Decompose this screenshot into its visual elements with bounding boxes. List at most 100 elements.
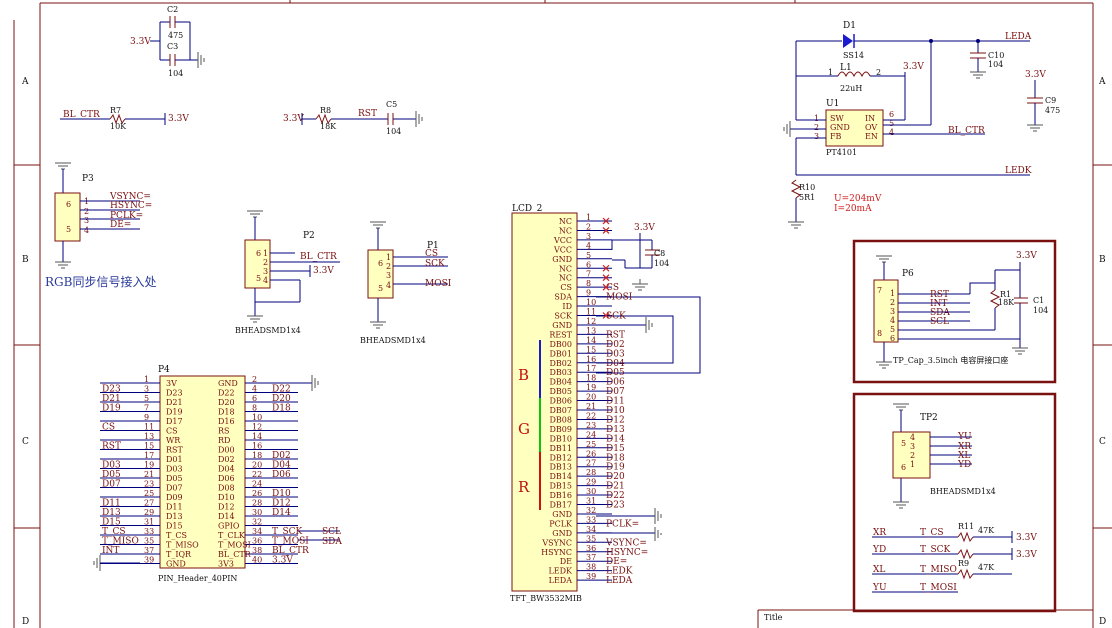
c1-ref: C1 (1033, 296, 1044, 305)
lcd-pin-label: DB10 (550, 434, 572, 443)
rgb-sync-note: RGB同步信号接入处 (45, 274, 156, 289)
rgb-blue-label: B (518, 366, 529, 384)
p3-ref: P3 (82, 174, 94, 184)
p6-ref: P6 (902, 269, 914, 279)
lcd-pin-label: DB13 (550, 463, 572, 472)
net-bl-ctr: BL_CTR (948, 126, 985, 136)
lcd-pin-net: D12 (606, 415, 625, 425)
title-label: Title (764, 613, 783, 622)
p4-pin-label: T_MISO (166, 541, 199, 550)
p4-pin-number: 17 (144, 451, 154, 460)
p4-left-net: D03 (102, 461, 121, 471)
zone-label: A (1098, 77, 1106, 87)
r7-bl-ctr-pullup: BL_CTR 3.3V R7 10K (60, 106, 189, 131)
p4-pin-label: GPIO (218, 522, 240, 531)
u1-pin: FB (830, 132, 842, 141)
svg-text:4: 4 (386, 281, 391, 290)
lcd-pin-number: 5 (586, 251, 591, 260)
lcd-pin-number: 32 (586, 506, 596, 515)
lcd-pin-net: D20 (606, 472, 625, 482)
net-3v3: 3.3V (130, 37, 151, 47)
p4-pin-label: D18 (218, 408, 235, 417)
p3-pin-net: VSYNC= (109, 192, 151, 202)
lcd-pin-label: DB02 (550, 359, 572, 368)
p4-pin-label: D17 (166, 417, 183, 426)
p4-pin-number: 4 (252, 385, 257, 394)
u1-pin: IN (865, 114, 875, 123)
c8-value: 104 (654, 259, 669, 268)
p4-pin-label: D07 (166, 484, 183, 493)
p4-left-net: D11 (102, 499, 121, 509)
lcd-pin-number: 3 (586, 232, 591, 241)
p4-pin-number: 28 (252, 499, 262, 508)
p4-pin-label: D06 (218, 474, 235, 483)
svg-text:6: 6 (889, 110, 894, 119)
p4-pin-number: 1 (144, 375, 149, 384)
lcd-pin-number: 24 (586, 430, 596, 439)
lcd-pin-net: D15 (606, 444, 625, 454)
lcd-pin-net: LEDA (606, 576, 633, 586)
zone-label: A (21, 77, 29, 87)
p4-right-net: D02 (272, 451, 291, 461)
lcd-pin-net: HSYNC= (606, 548, 648, 558)
r7-ref: R7 (110, 106, 121, 115)
p2-ref: P2 (303, 231, 315, 241)
lcd-pin-net: D03 (606, 349, 625, 359)
lcd-pin-number: 18 (586, 374, 596, 383)
p4-pin-number: 25 (144, 489, 154, 498)
svg-text:5: 5 (889, 119, 894, 128)
svg-text:5: 5 (66, 225, 71, 234)
lcd-pin-net: D05 (606, 368, 625, 378)
u1-pin: OV (865, 123, 877, 132)
p4-left-net: INT (102, 546, 119, 556)
lcd-pin-number: 33 (586, 515, 596, 524)
r1-ref: R1 (1000, 290, 1011, 299)
u1-pin: SW (830, 114, 844, 123)
p1-net-cs: CS (425, 249, 438, 259)
p4-pin-label: D15 (166, 522, 183, 531)
p4-pin-label: D08 (218, 484, 235, 493)
svg-text:3: 3 (84, 216, 89, 225)
lcd-pin-number: 13 (586, 326, 596, 335)
svg-text:6: 6 (66, 200, 71, 209)
p4-pin-label: 3V (166, 379, 177, 388)
p1-footprint: BHEADSMD1x4 (360, 336, 426, 345)
lcd-pin-number: 37 (586, 553, 596, 562)
p4-pin-number: 30 (252, 508, 262, 517)
p3-pin-net: PCLK= (110, 211, 143, 221)
lcd-pin-label: LEDK (548, 567, 573, 576)
lcd-pin-net: D04 (606, 359, 625, 369)
p4-pin-label: 3V3 (218, 560, 234, 569)
p4-left-net: T_MISO (102, 537, 139, 547)
lcd-pin-number: 26 (586, 449, 596, 458)
c8-ref: C8 (654, 249, 665, 258)
lcd-connector: LCD_2 TFT_BW3532MIB B G R 3.3V C8 104 NC (510, 204, 701, 603)
svg-text:6: 6 (256, 249, 261, 258)
l1-value: 22uH (840, 84, 862, 93)
p4-pin-number: 24 (252, 480, 262, 489)
lcd-pin-net: VSYNC= (605, 538, 647, 548)
p4-pin-number: 33 (144, 527, 154, 536)
svg-text:1: 1 (910, 460, 915, 469)
p4-pin-number: 31 (144, 518, 154, 527)
c9-value: 475 (1045, 106, 1060, 115)
lcd-pin-number: 27 (586, 459, 596, 468)
p4-pin-label: D12 (218, 503, 235, 512)
lcd-pin-number: 15 (586, 345, 596, 354)
p4-pin-number: 6 (252, 394, 257, 403)
p4-pin-number: 23 (144, 480, 154, 489)
svg-text:1: 1 (386, 253, 391, 262)
p4-pin-label: D09 (166, 493, 183, 502)
tp2-row-resistor-value: 47K (978, 526, 995, 535)
tp2-row-signal: T_MISO (920, 565, 957, 575)
p4-pin-label: D23 (166, 389, 183, 398)
lcd-pin-label: DB08 (550, 415, 572, 424)
p6-caption: TP_Cap_3.5inch 电容屏接口座 (893, 355, 1008, 365)
p4-net-scl: SCL (322, 527, 341, 537)
lcd-pin-number: 1 (586, 213, 591, 222)
lcd-pin-net: MOSI (606, 293, 633, 303)
lcd-pin-label: NC (559, 226, 572, 235)
lcd-pin-number: 22 (586, 411, 596, 420)
zone-label: B (1099, 255, 1106, 265)
